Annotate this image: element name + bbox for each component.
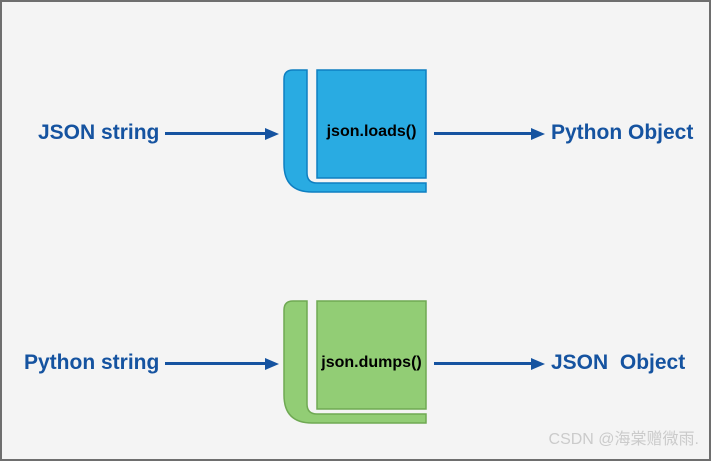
arrow-right-icon [165, 357, 279, 370]
python-object-label: Python Object [551, 121, 694, 144]
book-loads: json.loads() [283, 69, 427, 195]
arrow-right-icon [165, 127, 279, 140]
book-spine-shape [283, 300, 427, 424]
dumps-function-label: json.dumps() [321, 354, 422, 371]
json-object-label: JSON Object [551, 351, 686, 374]
book-dumps: json.dumps() [283, 300, 427, 426]
python-string-label: Python string [24, 351, 160, 374]
book-icon [283, 300, 427, 424]
json-string-label: JSON string [38, 121, 160, 144]
arrow-right-icon [434, 127, 545, 140]
book-cover-shape [316, 300, 427, 410]
loads-function-label: json.loads() [326, 123, 417, 140]
arrow-right-icon [434, 357, 545, 370]
book-cover-shape [316, 69, 427, 179]
book-icon [283, 69, 427, 193]
book-spine-shape [283, 69, 427, 193]
watermark: CSDN @海棠赠微雨. [548, 431, 699, 448]
